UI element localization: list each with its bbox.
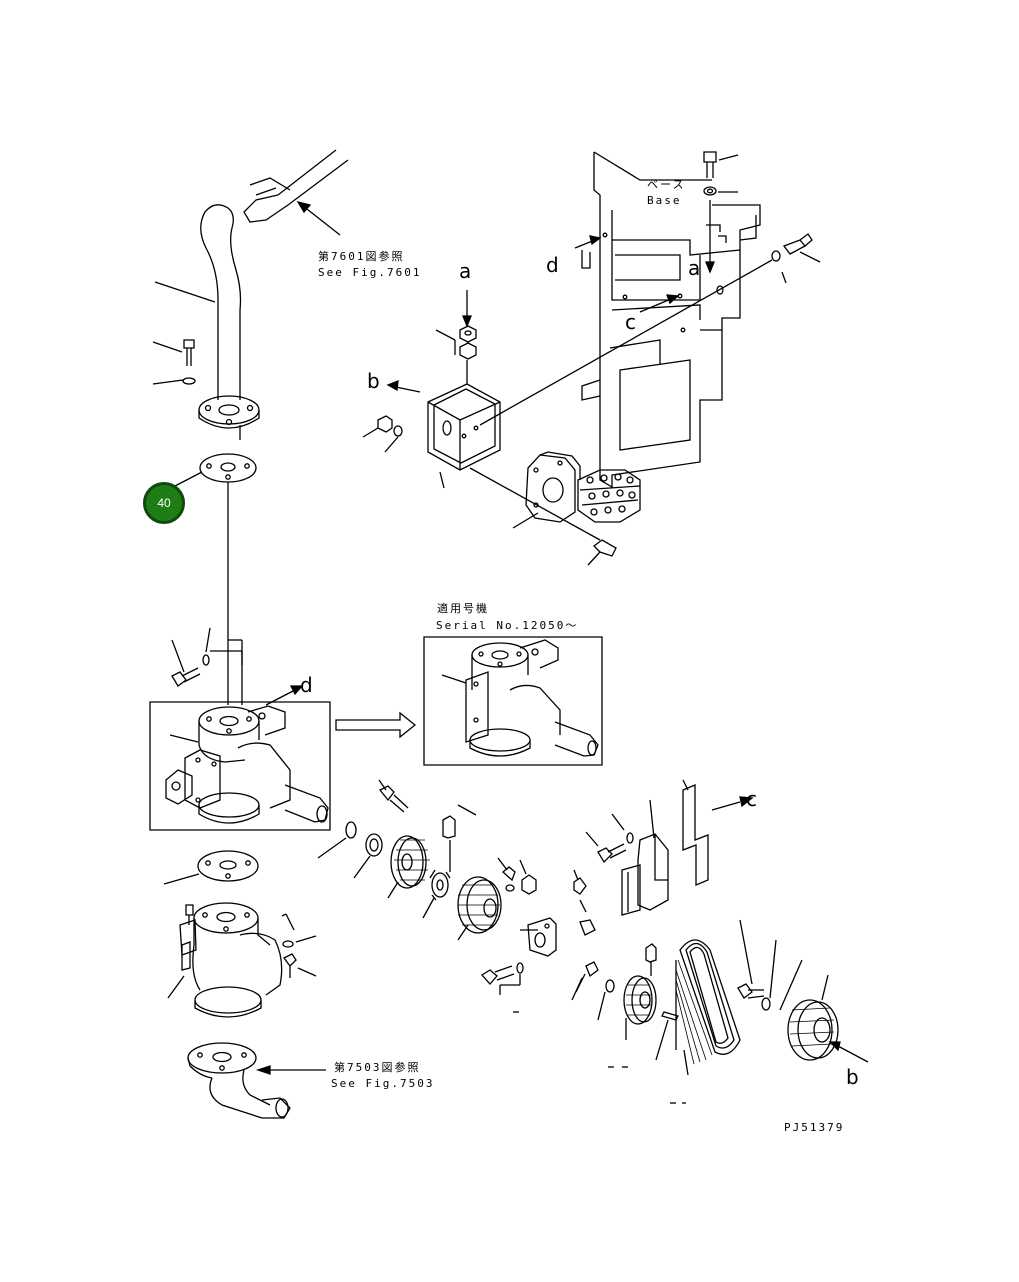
gasket-upper <box>175 425 256 640</box>
gearbox-frame <box>150 702 330 830</box>
mounting-brackets <box>586 780 752 915</box>
serial-inset-frame <box>424 637 602 765</box>
letter-a-base: a <box>688 256 701 280</box>
flange-bolt-upper <box>153 340 195 384</box>
hydraulic-pump <box>513 452 640 565</box>
lower-valve <box>164 851 316 1017</box>
base-label-jp: ベース <box>647 178 686 191</box>
base-label-en: Base <box>647 194 682 207</box>
ref-fig7601-en: See Fig.7601 <box>318 266 422 279</box>
base-arrows <box>575 236 678 312</box>
gearbox <box>166 640 328 823</box>
gear-train <box>318 780 598 1012</box>
upper-pipe <box>155 150 348 400</box>
letter-c-base: c <box>625 310 636 334</box>
box-bracket <box>363 260 772 540</box>
letter-b-arrow: b <box>367 369 380 393</box>
serial-label-en: Serial No.12050〜 <box>436 619 579 632</box>
base-bolts <box>704 152 820 283</box>
letter-a-top: a <box>459 259 472 283</box>
ref-fig7503-en: See Fig.7503 <box>331 1077 435 1090</box>
serial-label-jp: 適用号機 <box>437 602 489 615</box>
belt-pulleys <box>598 920 868 1103</box>
outlet-pipe <box>188 1043 326 1118</box>
ref-fig7503-jp: 第7503図参照 <box>334 1061 421 1074</box>
gearbox-bolt <box>172 628 210 686</box>
letter-d-gearbox: d <box>300 673 313 697</box>
letter-b-pulley: b <box>846 1065 859 1089</box>
letter-d-base: d <box>546 253 559 277</box>
base-frame <box>582 152 760 487</box>
serial-inset-gearbox <box>442 640 598 756</box>
part-callout-40[interactable]: 40 <box>143 482 185 524</box>
letter-c-bracket: c <box>746 787 757 811</box>
upper-flange <box>199 396 259 428</box>
ref-fig7601-jp: 第7601図参照 <box>318 250 405 263</box>
drawing-code: PJ51379 <box>784 1121 845 1134</box>
transition-arrow <box>336 713 415 737</box>
